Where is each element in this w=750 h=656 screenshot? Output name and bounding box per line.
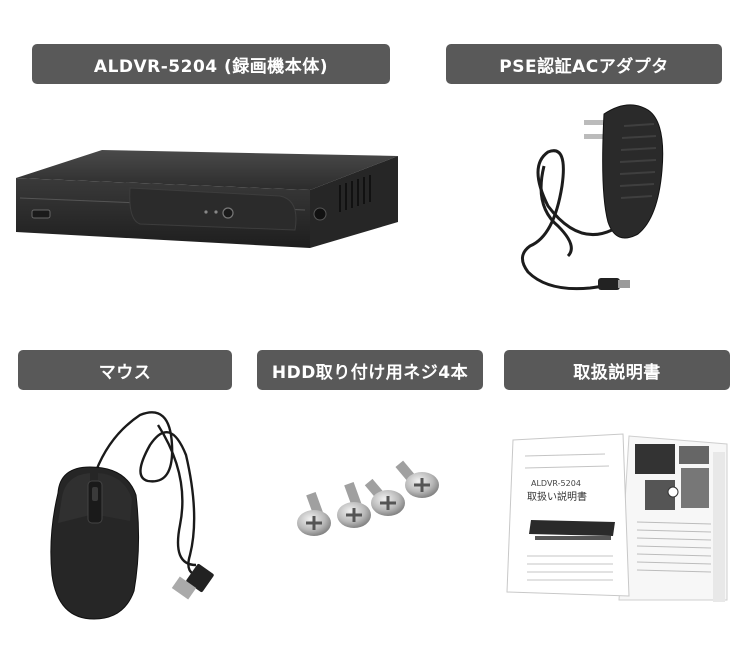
label-dvr-recorder: ALDVR-5204 (録画機本体): [32, 44, 390, 84]
screw-1: [297, 492, 331, 536]
dvr-recorder-image: [10, 140, 410, 250]
ac-adapter-image: [508, 96, 678, 306]
screw-2: [337, 482, 371, 528]
label-instruction-manual: 取扱説明書: [504, 350, 730, 390]
manual-cover-title: 取扱い説明書: [527, 490, 587, 503]
instruction-manual-image: ALDVR-5204 取扱い説明書: [505, 432, 731, 602]
screw-3: [364, 478, 405, 516]
label-hdd-screws: HDD取り付け用ネジ4本: [257, 350, 483, 390]
label-ac-adapter: PSE認証ACアダプタ: [446, 44, 722, 84]
screw-4: [395, 460, 439, 498]
manual-cover-model: ALDVR-5204: [531, 479, 581, 488]
usb-mouse-image: [40, 405, 230, 625]
hdd-screws-image: [292, 455, 452, 555]
label-usb-mouse: マウス: [18, 350, 232, 390]
